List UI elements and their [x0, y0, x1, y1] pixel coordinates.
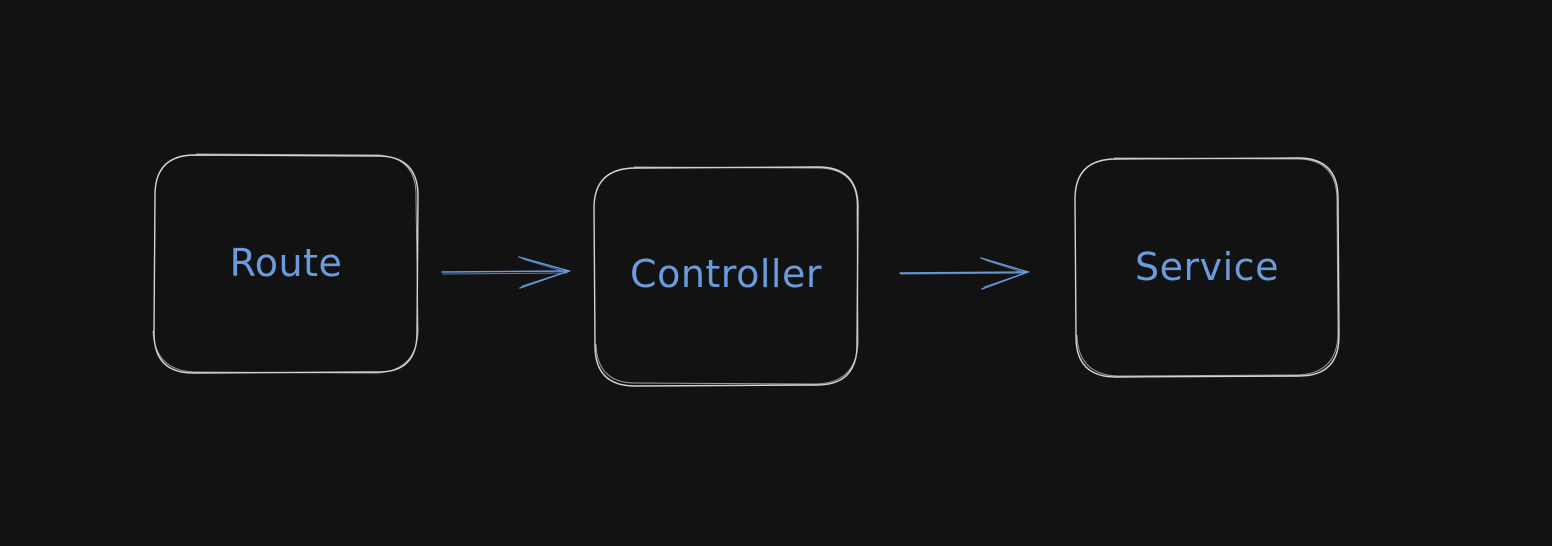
edge-controller-to-service-line-sketch	[900, 272, 1027, 275]
arrowhead-icon-sketch	[983, 259, 1027, 288]
node-service[interactable]: Service	[1074, 157, 1340, 378]
edge-route-to-controller[interactable]	[441, 256, 572, 289]
arrowhead-icon-sketch	[521, 258, 568, 287]
edge-route-to-controller-line-sketch	[442, 272, 568, 275]
edge-controller-to-service[interactable]	[899, 257, 1031, 290]
node-route-box	[153, 154, 419, 374]
arrowhead-icon	[518, 256, 572, 289]
node-service-box-sketch	[1076, 157, 1339, 377]
arrowhead-icon	[980, 257, 1031, 290]
node-controller-box-sketch	[595, 166, 859, 385]
node-route[interactable]: Route	[152, 153, 419, 374]
node-controller-box	[593, 166, 859, 387]
node-controller[interactable]: Controller	[593, 166, 859, 387]
node-service-label: Service	[1135, 245, 1279, 289]
node-controller-label: Controller	[630, 252, 822, 296]
node-route-box-sketch	[152, 153, 419, 374]
node-route-label: Route	[230, 241, 343, 285]
node-service-box	[1074, 157, 1340, 378]
edge-route-to-controller-line	[441, 270, 570, 273]
edge-controller-to-service-line	[899, 271, 1029, 274]
